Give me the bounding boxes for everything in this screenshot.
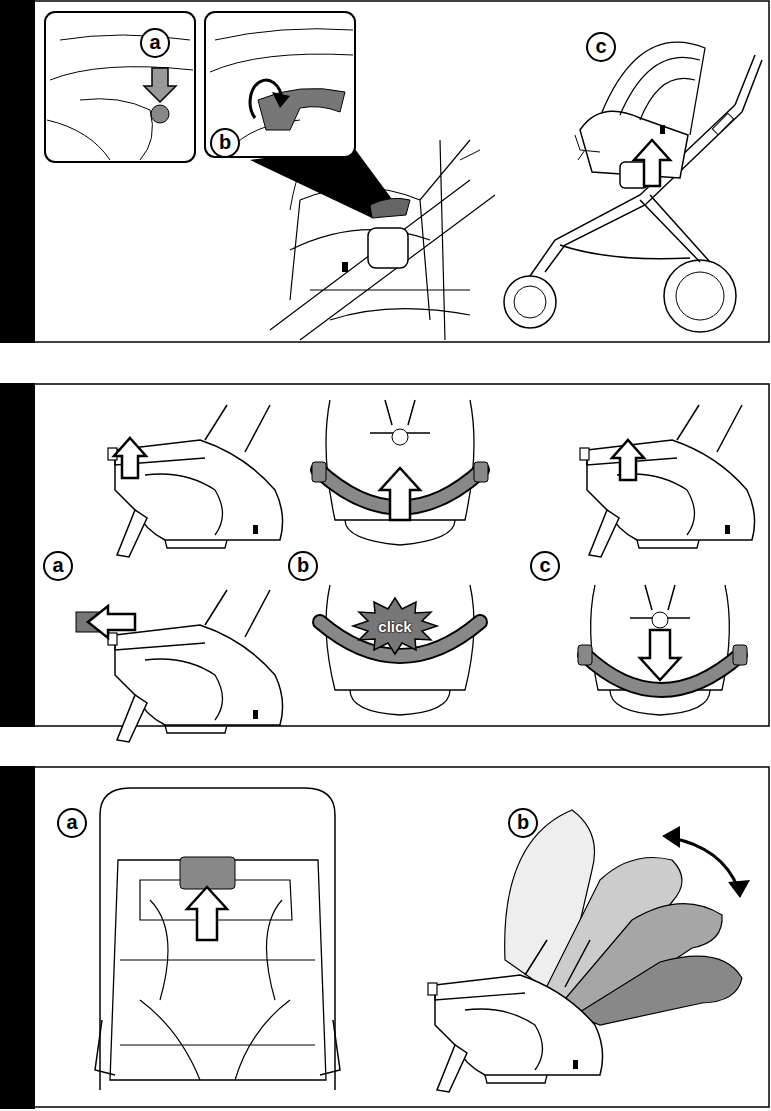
callout-letter: a (57, 808, 87, 838)
click-label: click (378, 618, 411, 635)
callout-letter: b (508, 808, 538, 838)
callout-letter: b (210, 128, 240, 158)
callout-letter: c (530, 551, 560, 581)
panel-1 (0, 0, 769, 343)
callout-letter: a (140, 28, 170, 58)
panel-2 (0, 383, 769, 742)
callout-letter: b (288, 551, 318, 581)
callout-letter: c (586, 32, 616, 62)
callout-letter: a (43, 551, 73, 581)
panel-3 (0, 766, 769, 1109)
